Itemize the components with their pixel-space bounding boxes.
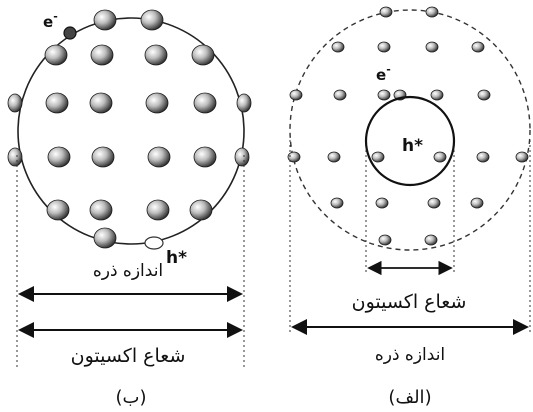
caption-b: (ب) — [115, 387, 146, 408]
atom-b — [140, 9, 164, 31]
atom-alef — [425, 41, 439, 53]
particle-size-b-label: اندازه ذره — [93, 261, 163, 281]
atom-b — [93, 227, 117, 249]
atom-b — [146, 199, 170, 221]
atom-b — [45, 92, 69, 114]
atom-b — [145, 92, 169, 114]
atom-b — [193, 146, 217, 168]
atom-alef — [331, 41, 345, 53]
atom-alef — [377, 41, 391, 53]
particle-b-boundary — [17, 17, 245, 245]
atom-b — [90, 44, 114, 66]
atom-b — [46, 199, 70, 221]
atom-alef — [430, 89, 444, 101]
atom-alef — [425, 6, 439, 18]
atom-alef — [471, 41, 485, 53]
atom-alef — [379, 6, 393, 18]
atom-alef — [427, 197, 441, 209]
atom-b — [7, 93, 23, 113]
atom-b — [44, 44, 68, 66]
electron-b — [63, 26, 77, 40]
atom-alef — [470, 197, 484, 209]
atom-alef — [377, 89, 391, 101]
atom-alef — [477, 89, 491, 101]
hole-b — [144, 236, 164, 250]
atom-b — [236, 93, 252, 113]
atom-b — [191, 44, 215, 66]
atom-alef — [515, 151, 529, 163]
panel-alef: e- h* شعاع اکسیتون اندازه ذره (الف) — [287, 6, 531, 408]
atom-alef — [375, 197, 389, 209]
atom-lattice-alef — [287, 6, 529, 246]
atom-b — [189, 199, 213, 221]
atom-alef — [433, 151, 447, 163]
atom-b — [147, 146, 171, 168]
atom-b — [234, 147, 250, 167]
atom-alef — [287, 151, 301, 163]
atom-b — [91, 146, 115, 168]
atom-b — [144, 44, 168, 66]
atom-b — [93, 9, 117, 31]
hole-alef-label: h* — [402, 136, 423, 156]
atom-b — [7, 147, 23, 167]
exciton-orbit-alef — [364, 95, 456, 187]
electron-b-label: e- — [43, 10, 58, 31]
electron-alef-label: e- — [376, 63, 391, 84]
hole-b-label: h* — [166, 248, 187, 268]
atom-b — [193, 92, 217, 114]
atom-b — [47, 146, 71, 168]
atom-b — [89, 199, 113, 221]
atom-b — [89, 92, 113, 114]
atom-alef — [378, 234, 392, 246]
atom-alef — [476, 151, 490, 163]
particle-alef-boundary — [289, 9, 531, 251]
exciton-radius-b-label: شعاع اکسیتون — [71, 345, 186, 367]
atom-alef — [330, 197, 344, 209]
atom-alef — [333, 89, 347, 101]
atom-lattice-b — [7, 9, 252, 249]
atom-alef — [289, 89, 303, 101]
particle-size-alef-label: اندازه ذره — [375, 345, 445, 365]
atom-alef — [371, 151, 385, 163]
panel-b: e- h* اندازه ذره شعاع اکسیتون (ب) — [7, 9, 252, 408]
exciton-radius-alef-label: شعاع اکسیتون — [352, 291, 467, 313]
atom-alef — [424, 234, 438, 246]
caption-alef: (الف) — [388, 387, 431, 408]
atom-alef — [327, 151, 341, 163]
